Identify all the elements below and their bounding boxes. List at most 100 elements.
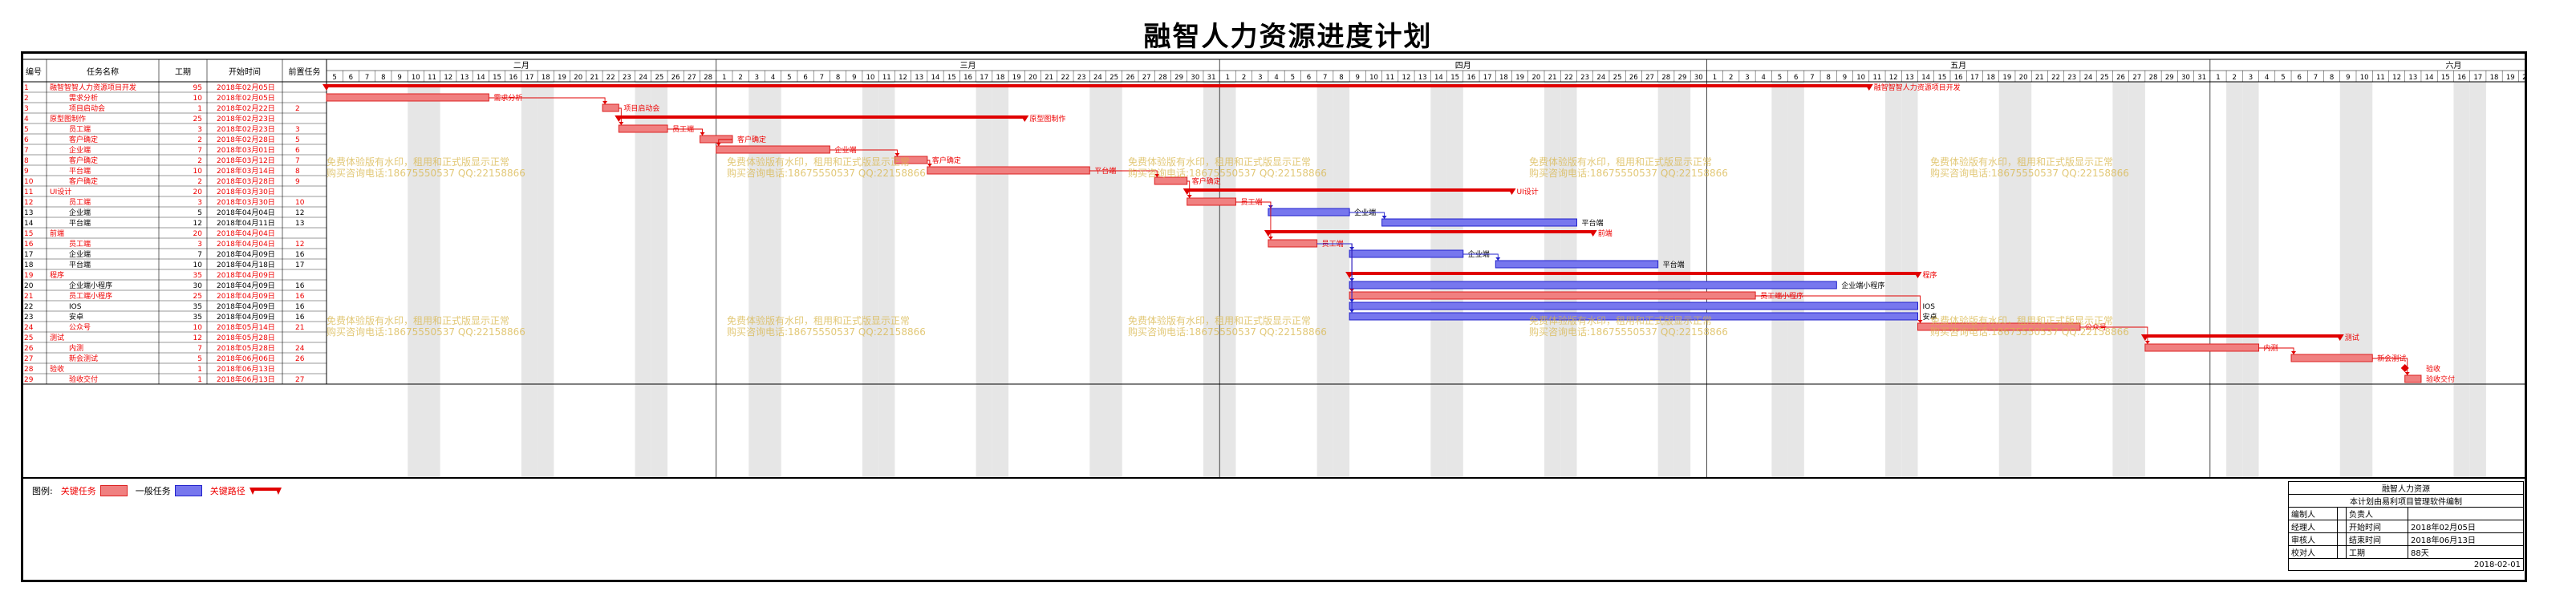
row-start-date: 2018年04月09日 <box>217 291 275 301</box>
row-predecessor: 3 <box>295 126 300 134</box>
day-label: 2 <box>1242 74 1246 82</box>
day-label: 5 <box>2281 74 2285 82</box>
legend-key-task: 关键任务 <box>61 484 128 497</box>
day-label: 12 <box>1889 74 1898 82</box>
day-label: 29 <box>1174 74 1183 82</box>
weekend-shade <box>748 82 765 478</box>
day-label: 7 <box>2314 74 2318 82</box>
month-label-1: 二月 <box>513 61 529 71</box>
row-duration: 3 <box>197 199 202 207</box>
day-label: 21 <box>1548 74 1557 82</box>
row-duration: 2 <box>197 178 202 186</box>
row-predecessor: 17 <box>295 261 304 269</box>
day-label: 23 <box>2067 74 2076 82</box>
row-id: 5 <box>24 126 29 134</box>
row-task-name: 客户确定 <box>69 156 98 165</box>
day-label: 9 <box>2346 74 2350 82</box>
row-id: 7 <box>24 147 29 155</box>
row-start-date: 2018年05月28日 <box>217 343 275 353</box>
day-label: 15 <box>1937 74 1946 82</box>
row-duration: 30 <box>193 282 203 290</box>
day-label: 12 <box>899 74 907 82</box>
row-duration: 10 <box>193 168 203 176</box>
weekend-shade <box>1771 82 1788 478</box>
info-row: 审核人 结束时间 2018年06月13日 <box>2288 532 2524 546</box>
day-label: 8 <box>1826 74 1830 82</box>
day-label: 19 <box>558 74 566 82</box>
dependency-arrow <box>1495 257 1501 261</box>
row-predecessor: 26 <box>295 355 305 363</box>
dependency-arrow <box>1187 195 1192 198</box>
summary-start-cap <box>1345 272 1354 278</box>
row-predecessor: 16 <box>295 282 305 290</box>
day-label: 7 <box>820 74 824 82</box>
bar-label: 客户确定 <box>737 135 766 144</box>
month-label-4: 五月 <box>1950 61 1966 71</box>
weekend-shade <box>1446 82 1463 478</box>
row-id: 28 <box>24 366 34 374</box>
day-label: 23 <box>1077 74 1086 82</box>
day-label: 21 <box>2035 74 2044 82</box>
row-task-name: 前端 <box>50 229 64 238</box>
row-duration: 1 <box>197 105 202 113</box>
row-task-name: 项目启动会 <box>69 103 105 113</box>
bar-label: 平台端 <box>1581 218 1603 228</box>
day-label: 16 <box>963 74 972 82</box>
bar-label: 公众号 <box>2085 323 2107 332</box>
row-task-name: 测试 <box>50 333 64 342</box>
task-bar <box>894 156 928 164</box>
day-label: 15 <box>2441 74 2450 82</box>
legend-normal-task: 一般任务 <box>136 484 202 497</box>
row-task-name: 企业端小程序 <box>69 281 112 290</box>
day-label: 24 <box>2084 74 2093 82</box>
day-label: 10 <box>2360 74 2369 82</box>
day-label: 19 <box>1515 74 1524 82</box>
day-label: 5 <box>1291 74 1295 82</box>
watermark-text: 购买咨询电话:18675550537 QQ:22158866 <box>1529 167 1728 179</box>
row-duration: 3 <box>197 126 202 134</box>
day-label: 24 <box>639 74 647 82</box>
day-label: 14 <box>1921 74 1930 82</box>
row-id: 17 <box>24 251 33 259</box>
row-predecessor: 16 <box>295 314 305 322</box>
bar-label: IOS <box>1923 303 1936 311</box>
dependency-link <box>1187 180 1191 198</box>
dependency-link <box>2372 358 2408 375</box>
day-label: 6 <box>2297 74 2301 82</box>
row-start-date: 2018年02月23日 <box>217 124 275 134</box>
row-duration: 2 <box>197 157 202 165</box>
day-label: 8 <box>381 74 385 82</box>
dependency-link <box>1235 201 1272 240</box>
row-task-name: 员工端 <box>69 124 91 134</box>
day-label: 14 <box>1434 74 1443 82</box>
watermark-text: 免费体验版有水印，租用和正式版显示正常 <box>1128 314 1311 326</box>
row-id: 20 <box>24 282 34 290</box>
row-task-name: 平台端 <box>69 260 91 269</box>
row-predecessor: 6 <box>295 147 300 155</box>
day-label: 5 <box>1778 74 1782 82</box>
legend-label: 图例: <box>32 486 53 496</box>
day-label: 18 <box>1499 74 1508 82</box>
row-start-date: 2018年06月13日 <box>217 374 275 384</box>
row-task-name: 企业端 <box>69 208 91 217</box>
day-label: 24 <box>1093 74 1102 82</box>
day-label: 11 <box>1873 74 1882 82</box>
row-start-date: 2018年04月04日 <box>217 208 275 217</box>
day-label: 11 <box>882 74 891 82</box>
day-label: 4 <box>771 74 775 82</box>
day-label: 30 <box>1191 74 1199 82</box>
task-bar <box>927 166 1090 175</box>
info-label: 审核人 <box>2288 532 2338 546</box>
task-bar <box>618 124 668 133</box>
day-label: 28 <box>1661 74 1670 82</box>
milestone-diamond <box>2400 364 2409 372</box>
row-task-name: 企业端 <box>69 249 91 259</box>
row-start-date: 2018年02月28日 <box>217 135 275 144</box>
row-predecessor: 27 <box>295 376 304 384</box>
task-bar <box>716 145 830 154</box>
row-start-date: 2018年02月05日 <box>217 83 275 92</box>
day-label: 17 <box>525 74 534 82</box>
day-label: 10 <box>1369 74 1378 82</box>
day-label: 12 <box>2392 74 2401 82</box>
day-label: 12 <box>444 74 452 82</box>
